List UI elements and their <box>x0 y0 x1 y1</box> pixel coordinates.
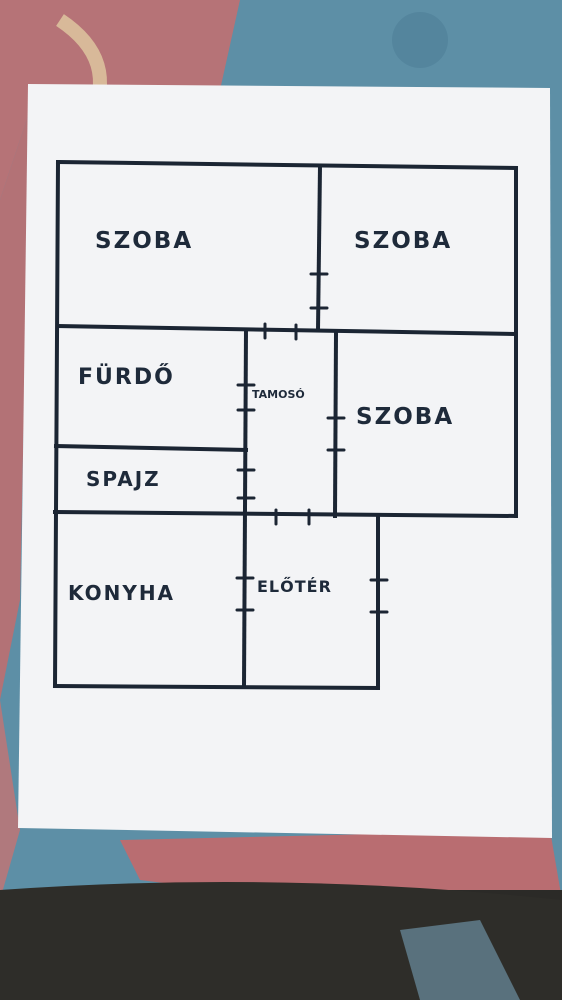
door-marks <box>235 272 389 614</box>
room-label-szoba-1: SZOBA <box>95 228 193 254</box>
room-label-tamoso: TAMOSÓ <box>252 388 305 401</box>
room-label-furdo: FÜRDŐ <box>78 364 175 390</box>
room-label-szoba-3: SZOBA <box>356 404 454 430</box>
room-label-eloter: ELŐTÉR <box>257 576 332 596</box>
walls <box>52 159 519 691</box>
room-label-spajz: SPAJZ <box>86 467 161 491</box>
room-label-szoba-2: SZOBA <box>354 228 452 254</box>
room-label-konyha: KONYHA <box>68 581 175 605</box>
paper-sheet <box>18 84 552 838</box>
